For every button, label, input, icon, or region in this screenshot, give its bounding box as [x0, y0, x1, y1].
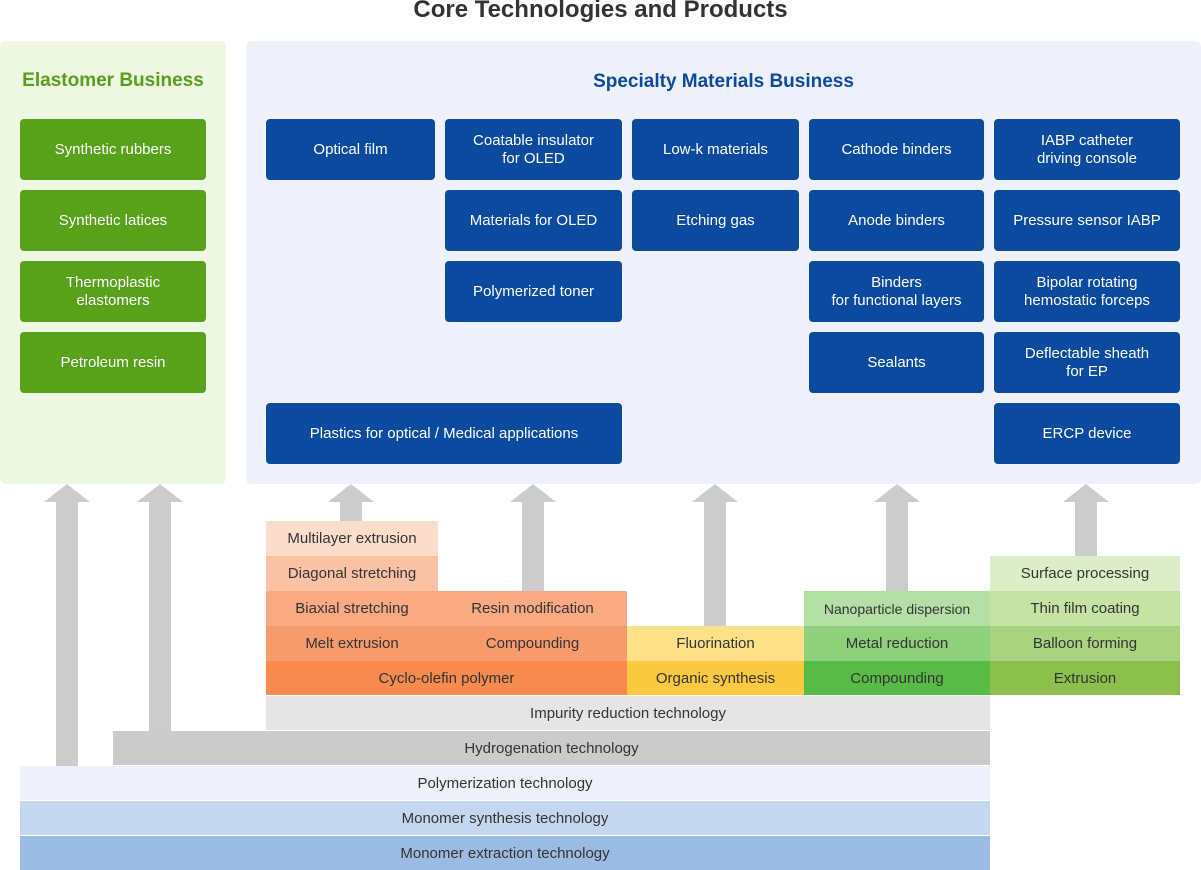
tech-multilayer-extrusion: Multilayer extrusion — [266, 521, 438, 556]
tech-monomer-synthesis: Monomer synthesis technology — [20, 801, 990, 835]
arrow-up-icon — [328, 484, 374, 521]
arrow-up-icon — [510, 484, 556, 591]
product-ercp-device: ERCP device — [994, 403, 1180, 464]
product-materials-oled: Materials for OLED — [445, 190, 622, 251]
arrow-up-icon — [874, 484, 920, 591]
product-synthetic-latices: Synthetic latices — [20, 190, 206, 251]
product-binders-functional-layers: Binders for functional layers — [809, 261, 984, 322]
tech-polymerization: Polymerization technology — [20, 766, 990, 800]
product-polymerized-toner: Polymerized toner — [445, 261, 622, 322]
arrow-up-icon — [692, 484, 738, 626]
product-anode-binders: Anode binders — [809, 190, 984, 251]
product-etching-gas: Etching gas — [632, 190, 799, 251]
tech-biaxial-stretching: Biaxial stretching — [266, 591, 438, 626]
arrow-up-icon — [137, 484, 183, 731]
tech-balloon-forming: Balloon forming — [990, 626, 1180, 661]
tech-surface-processing: Surface processing — [990, 556, 1180, 591]
product-low-k: Low-k materials — [632, 119, 799, 180]
product-iabp-console: IABP catheter driving console — [994, 119, 1180, 180]
elastomer-heading: Elastomer Business — [22, 70, 204, 91]
product-pressure-sensor-iabp: Pressure sensor IABP — [994, 190, 1180, 251]
tech-thin-film-coating: Thin film coating — [990, 591, 1180, 626]
product-synthetic-rubbers: Synthetic rubbers — [20, 119, 206, 180]
product-deflectable-sheath: Deflectable sheath for EP — [994, 332, 1180, 393]
tech-fluorination: Fluorination — [627, 626, 804, 661]
product-plastics-optical-medical: Plastics for optical / Medical applicati… — [266, 403, 622, 464]
tech-metal-reduction: Metal reduction — [804, 626, 990, 661]
tech-organic-synthesis: Organic synthesis — [627, 661, 804, 695]
arrow-up-icon — [44, 484, 90, 766]
tech-monomer-extraction: Monomer extraction technology — [20, 836, 990, 870]
product-petroleum-resin: Petroleum resin — [20, 332, 206, 393]
specialty-heading: Specialty Materials Business — [593, 71, 854, 92]
tech-melt-extrusion: Melt extrusion — [266, 626, 438, 661]
arrow-up-icon — [1063, 484, 1109, 556]
product-cathode-binders: Cathode binders — [809, 119, 984, 180]
tech-hydrogenation: Hydrogenation technology — [113, 731, 990, 765]
tech-nanoparticle-dispersion: Nanoparticle dispersion — [804, 591, 990, 626]
product-thermoplastic-elastomers: Thermoplastic elastomers — [20, 261, 206, 322]
tech-extrusion: Extrusion — [990, 661, 1180, 695]
tech-resin-modification: Resin modification — [438, 591, 627, 626]
product-bipolar-forceps: Bipolar rotating hemostatic forceps — [994, 261, 1180, 322]
tech-compounding-resin: Compounding — [438, 626, 627, 661]
tech-cyclo-olefin-polymer: Cyclo-olefin polymer — [266, 661, 627, 695]
page-title: Core Technologies and Products — [413, 0, 788, 23]
product-coatable-insulator: Coatable insulator for OLED — [445, 119, 622, 180]
product-optical-film: Optical film — [266, 119, 435, 180]
tech-compounding-green: Compounding — [804, 661, 990, 695]
product-sealants: Sealants — [809, 332, 984, 393]
tech-diagonal-stretching: Diagonal stretching — [266, 556, 438, 591]
tech-impurity-reduction: Impurity reduction technology — [266, 696, 990, 730]
